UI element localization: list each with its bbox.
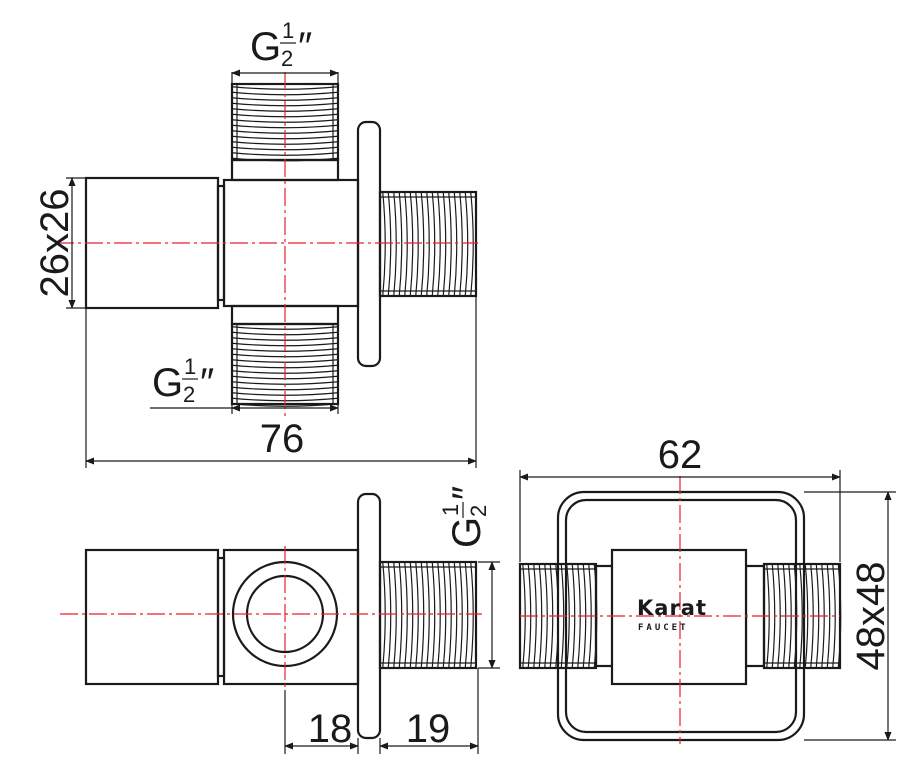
dim-label-thread-top: G 1 2 ″	[250, 18, 312, 71]
logo-sub: FAUCET	[638, 623, 689, 633]
svg-text:1: 1	[184, 354, 196, 379]
svg-text:2: 2	[466, 505, 491, 517]
dim-label-overall: 76	[260, 417, 305, 461]
wall-flange-front	[356, 492, 382, 740]
svg-text:G: G	[250, 25, 281, 69]
svg-text:G: G	[445, 517, 489, 548]
top-view	[56, 72, 478, 420]
dim-label-handle: 26x26	[33, 189, 77, 298]
dim-label-thread-bottom: G 1 2 ″	[152, 354, 214, 407]
dimensions: G 1 2 ″ G 1 2 ″ 26x26 76 62	[33, 18, 896, 754]
dim-label-body-depth: 18	[308, 707, 353, 751]
logo-brand: Karat	[637, 596, 707, 620]
side-body	[610, 548, 748, 686]
svg-text:2: 2	[183, 382, 195, 407]
handle-body-front	[84, 548, 220, 686]
dim-label-outlet: 19	[406, 707, 451, 751]
dim-label-flange-height: 48x48	[849, 562, 893, 671]
svg-text:1: 1	[438, 504, 463, 516]
thread-front	[378, 560, 478, 670]
svg-text:″: ″	[200, 361, 214, 405]
dim-label-thread-side: G 1 2 ″	[438, 486, 491, 548]
svg-text:″: ″	[298, 25, 312, 69]
svg-text:″: ″	[445, 486, 489, 500]
svg-text:1: 1	[282, 18, 294, 43]
svg-text:2: 2	[281, 46, 293, 71]
front-view	[60, 492, 482, 740]
svg-text:G: G	[152, 361, 183, 405]
thread-right	[378, 190, 478, 298]
side-view: Karat FAUCET	[518, 476, 842, 744]
wall-flange	[356, 120, 382, 368]
dim-label-flange-width: 62	[658, 433, 703, 477]
